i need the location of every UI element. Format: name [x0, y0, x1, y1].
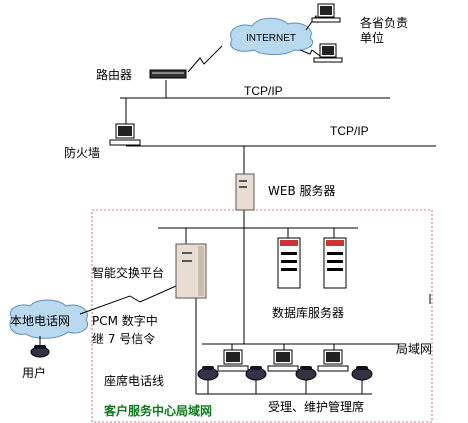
user-phone-icon [30, 345, 50, 358]
lan-label: 局域网 [396, 342, 433, 356]
phone-icon-2 [245, 366, 267, 381]
phone-icon-4 [351, 366, 373, 381]
service-center-boundary [91, 209, 433, 423]
local-phone-cloud [9, 299, 88, 339]
smart-switch-icon [175, 243, 207, 299]
pcm-link [79, 285, 177, 315]
service-center-lan-label: 客户服务中心局域网 [104, 404, 213, 418]
pc-icon-bottom [313, 43, 343, 63]
internet-cloud [230, 17, 314, 55]
router-label: 路由器 [96, 68, 133, 82]
agent-pc-icon-2 [267, 349, 299, 372]
phone-icon-3 [295, 366, 317, 381]
local-phone-net-label: 本地电话网 [10, 314, 71, 328]
internet-bottom-pc-link [299, 49, 321, 57]
pc-icon-top [311, 3, 341, 23]
pcm-line1-label: PCM 数字中 [92, 314, 158, 328]
web-server-label: WEB 服务器 [268, 184, 336, 198]
accept-maintain-seat-label: 受理、维护管理席 [268, 400, 365, 414]
smart-switch-label: 智能交换平台 [92, 266, 165, 280]
pcm-line2-label: 继 7 号信令 [92, 332, 156, 346]
db-server-icon-1 [277, 237, 301, 289]
phone-icon-1 [197, 366, 219, 381]
router-internet-link [187, 45, 223, 73]
tcpip-right-label: TCP/IP [330, 124, 369, 138]
db-server-icon-2 [323, 237, 347, 289]
seat-phone-line-label: 座席电话线 [104, 374, 165, 388]
firewall-label: 防火墙 [64, 146, 101, 160]
router-icon [149, 69, 187, 79]
provincial-units-label: 各省负责单位 [360, 16, 409, 45]
agent-pc-icon-1 [217, 349, 249, 372]
tcpip-top-label: TCP/IP [244, 84, 283, 98]
db-server-label: 数据库服务器 [272, 306, 345, 320]
web-server-icon [235, 173, 255, 211]
user-label: 用户 [22, 366, 47, 380]
firewall-pc-icon [109, 123, 141, 146]
agent-pc-icon-3 [317, 349, 349, 372]
internet-label: INTERNET [246, 33, 296, 44]
